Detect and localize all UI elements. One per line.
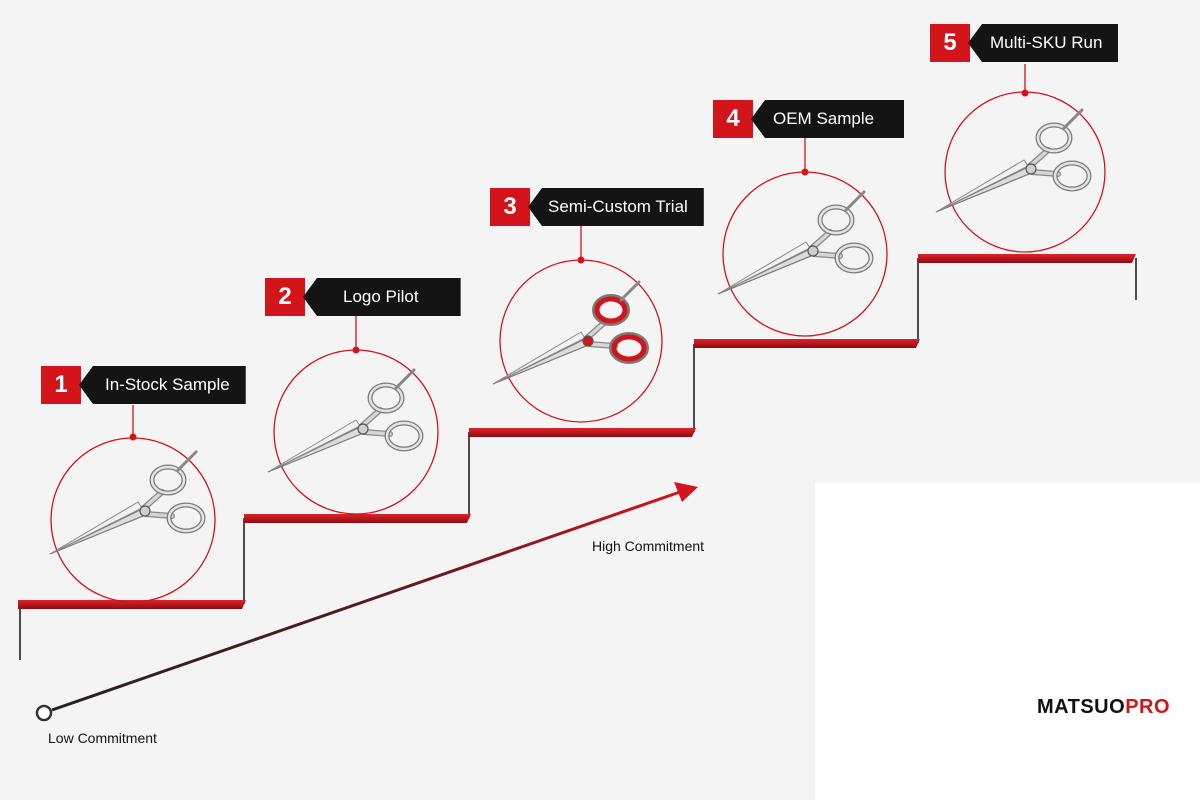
high-commitment-label: High Commitment: [592, 538, 705, 554]
step-3-number: 3: [490, 188, 530, 226]
commitment-arrow: [35, 482, 698, 722]
brand-part-1: MATSUO: [1037, 696, 1126, 718]
start-point-icon: [35, 704, 53, 722]
step-5-title: Multi-SKU Run: [968, 24, 1119, 62]
stair-tread-3: [469, 428, 696, 437]
step-3-label: 3 Semi-Custom Trial: [490, 188, 704, 226]
step-3-title: Semi-Custom Trial: [528, 188, 704, 226]
step-2-label: 2 Logo Pilot: [265, 278, 461, 316]
stair-tread-5: [918, 254, 1136, 263]
step-1-visual: [50, 405, 216, 603]
step-4-title: OEM Sample: [751, 100, 905, 138]
step-3-visual: [493, 226, 663, 423]
step-1-number: 1: [41, 366, 81, 404]
step-1-label: 1 In-Stock Sample: [41, 366, 246, 404]
low-commitment-label: Low Commitment: [48, 730, 157, 746]
step-5-number: 5: [930, 24, 970, 62]
brand-part-2: PRO: [1125, 696, 1171, 718]
step-2-visual: [268, 316, 439, 515]
step-4-number: 4: [713, 100, 753, 138]
step-1-title: In-Stock Sample: [79, 366, 246, 404]
step-5-label: 5 Multi-SKU Run: [930, 24, 1119, 62]
stair-tread-4: [694, 339, 920, 348]
step-2-title: Logo Pilot: [303, 278, 461, 316]
step-2-number: 2: [265, 278, 305, 316]
staircase: [18, 254, 1137, 660]
brand-logo: MATSUOPRO: [1037, 696, 1170, 719]
stair-tread-2: [244, 514, 471, 523]
step-4-label: 4 OEM Sample: [713, 100, 905, 138]
arrow-icon: [674, 482, 698, 502]
step-4-visual: [718, 138, 888, 337]
stair-tread-1: [18, 600, 246, 609]
blank-panel: [815, 482, 1200, 800]
step-5-visual: [936, 64, 1106, 253]
